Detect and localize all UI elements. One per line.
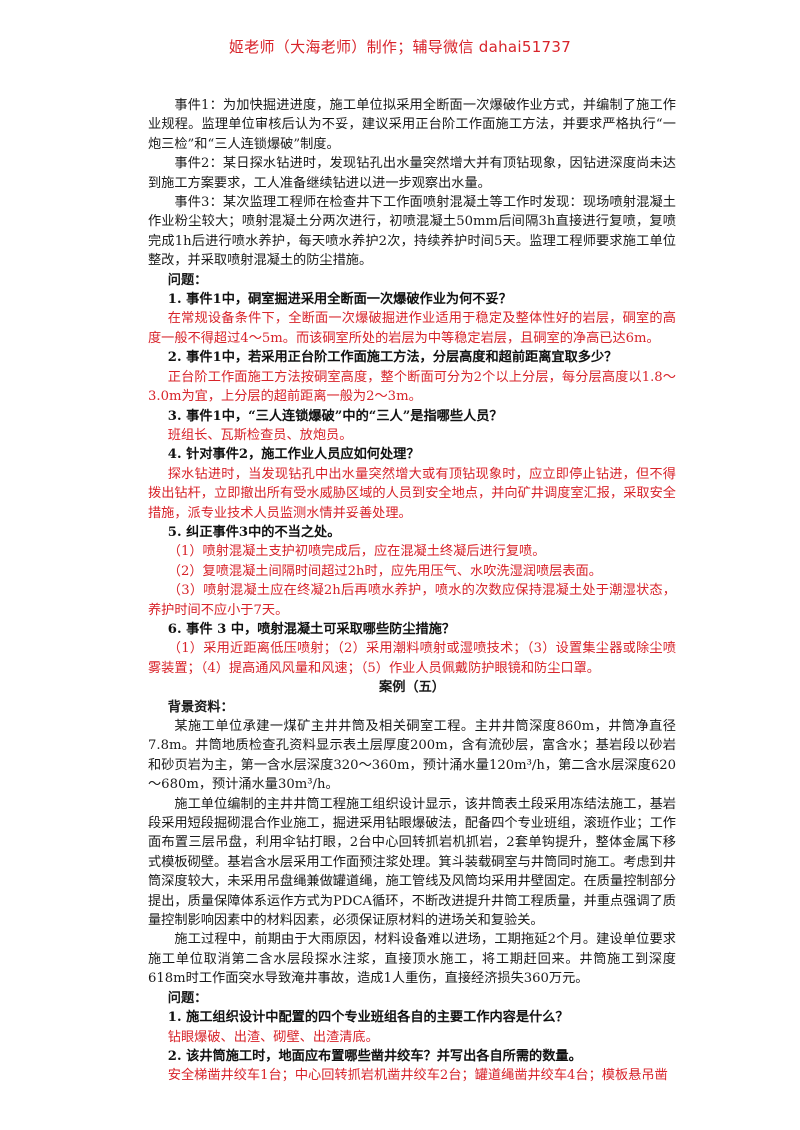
case-5-paragraph-1: 某施工单位承建一煤矿主井井筒及相关硐室工程。主井井筒深度860m，井筒净直径7.… [148,719,676,793]
event-2: 事件2：某日探水钻进时，发现钻孔出水量突然增大并有顶钻现象，因钻进深度尚未达到施… [148,156,676,191]
case-5-question-1: 1. 施工组织设计中配置的四个专业班组各自的主要工作内容是什么？ [167,1010,569,1026]
case-5-answer-1: 钻眼爆破、出渣、砌壁、出渣清底。 [167,1029,379,1045]
answer-1: 在常规设备条件下，全断面一次爆破掘进作业适用于稳定及整体性好的岩层，硐室的高度一… [148,311,676,346]
page-header: 姬老师（大海老师）制作；辅导微信 dahai51737 [228,38,572,56]
questions-label: 问题： [167,272,208,288]
document-body: 事件1：为加快掘进进度，施工单位拟采用全断面一次爆破作业方式，并编制了施工作业规… [148,96,676,1086]
question-5: 5. 纠正事件3中的不当之处。 [167,524,341,540]
case-5-answer-2: 安全梯凿井绞车1台；中心回转抓岩机凿井绞车2台；罐道绳凿井绞车4台；模板悬吊凿 [167,1068,668,1084]
answer-5-item-1: （1）喷射混凝土支护初喷完成后，应在混凝土终凝后进行复喷。 [167,544,546,560]
answer-6: （1）采用近距离低压喷射；（2）采用潮料喷射或湿喷技术；（3）设置集尘器或除尘喷… [148,641,676,676]
question-2: 2. 事件1中，若采用正台阶工作面施工方法，分层高度和超前距离宜取多少？ [167,350,618,366]
case-5-paragraph-3: 施工过程中，前期由于大雨原因，材料设备难以进场，工期拖延2个月。建设单位要求施工… [148,932,676,987]
question-3: 3. 事件1中，“三人连锁爆破”中的“三人”是指哪些人员？ [167,408,503,424]
event-1: 事件1：为加快掘进进度，施工单位拟采用全断面一次爆破作业方式，并编制了施工作业规… [148,98,676,152]
question-4: 4. 针对事件2，施工作业人员应如何处理？ [167,447,420,463]
question-1: 1. 事件1中，硐室掘进采用全断面一次爆破作业为何不妥？ [167,292,512,308]
answer-4: 探水钻进时，当发现钻孔中出水量突然增大或有顶钻现象时，应立即停止钻进，但不得拨出… [148,466,676,521]
question-6: 6. 事件 3 中，喷射混凝土可采取哪些防尘措施？ [167,621,456,637]
answer-5-item-2: （2）复喷混凝土间隔时间超过2h时，应先用压气、水吹洗湿润喷层表面。 [167,563,602,579]
case-5-title: 案例（五） [379,680,445,696]
answer-5-item-3: （3）喷射混凝土应在终凝2h后再喷水养护，喷水的次数应保持混凝土处于潮湿状态，养… [148,583,676,618]
background-label: 背景资料： [167,699,234,715]
answer-2: 正台阶工作面施工方法按硐室高度，整个断面可分为2个以上分层，每分层高度以1.8～… [148,369,676,405]
case-5-paragraph-2: 施工单位编制的主井井筒工程施工组织设计显示，该井筒表土段采用冻结法施工，基岩段采… [148,796,676,929]
event-3: 事件3：某次监理工程师在检查井下工作面喷射混凝土等工作时发现：现场喷射混凝土作业… [148,195,676,269]
case-5-question-2: 2. 该井筒施工时，地面应布置哪些凿井绞车？并写出各自所需的数量。 [167,1048,582,1064]
answer-3: 班组长、瓦斯检查员、放炮员。 [167,427,353,443]
case-5-questions-label: 问题： [167,990,208,1006]
